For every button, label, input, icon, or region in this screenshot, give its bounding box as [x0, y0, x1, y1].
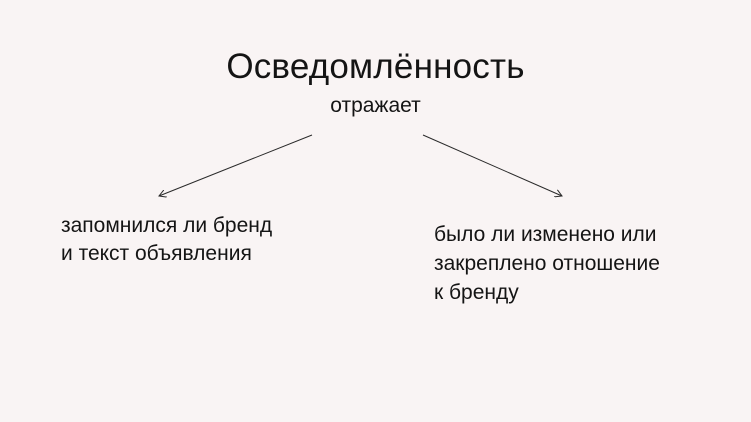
- branch-right-text: было ли изменено или закреплено отношени…: [434, 220, 660, 307]
- arrow-left-icon: [159, 134, 313, 196]
- branch-right-line-2: закреплено отношение: [434, 252, 660, 275]
- diagram-subtitle: отражает: [330, 94, 421, 117]
- arrow-right-icon: [422, 134, 562, 196]
- branch-left-text: запомнился ли бренд и текст объявления: [61, 212, 272, 268]
- diagram-title: Осведомлённость: [226, 47, 525, 86]
- branch-right-line-3: к бренду: [434, 281, 519, 304]
- branch-left-line-1: запомнился ли бренд: [61, 214, 273, 237]
- branch-left-line-2: и текст объявления: [61, 242, 252, 265]
- branch-right-line-1: было ли изменено или: [434, 223, 657, 246]
